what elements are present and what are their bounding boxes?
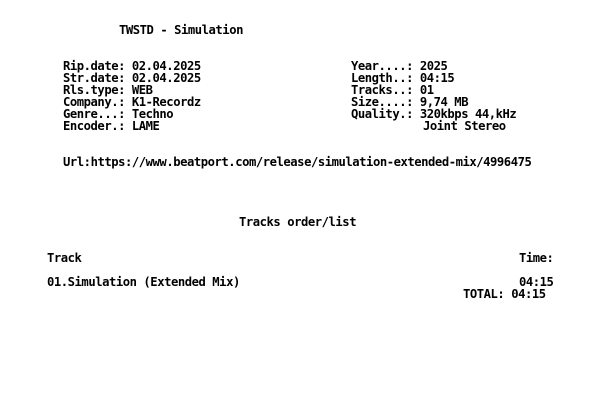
genre-value: Techno (131, 107, 174, 121)
str-date-row: Str.date: 02.04.2025 (63, 72, 201, 84)
size-label: Size....: (351, 95, 420, 109)
release-title: TWSTD - Simulation (119, 23, 243, 37)
tracks-count-value: 01 (419, 83, 434, 97)
time-column-header: Time: (519, 251, 554, 265)
rip-date-row: Rip.date: 02.04.2025 (63, 60, 201, 72)
track-name: 01.Simulation (Extended Mix) (47, 275, 240, 289)
company-label: Company.: (63, 95, 132, 109)
total-value: 04:15 (511, 287, 546, 301)
tracks-count-label: Tracks..: (351, 83, 420, 97)
rip-date-value: 02.04.2025 (131, 59, 201, 73)
company-value: K1-Recordz (131, 95, 201, 109)
track-time: 04:15 (519, 275, 554, 289)
track-column-header: Track (47, 251, 82, 265)
url-value: https://www.beatport.com/release/simulat… (90, 155, 532, 169)
year-label: Year....: (351, 59, 420, 73)
total-label: TOTAL: (463, 287, 512, 301)
url-row: Url:https://www.beatport.com/release/sim… (63, 155, 532, 169)
url-label: Url: (63, 155, 91, 169)
quality-label: Quality.: (351, 107, 420, 121)
company-row: Company.: K1-Recordz (63, 96, 201, 108)
genre-row: Genre...: Techno (63, 107, 174, 121)
size-value: 9,74 MB (419, 95, 469, 109)
str-date-label: Str.date: (63, 71, 132, 85)
year-row: Year....: 2025 (351, 59, 448, 73)
length-row: Length..: 04:15 (351, 71, 455, 85)
length-label: Length..: (351, 71, 420, 85)
length-value: 04:15 (419, 71, 455, 85)
size-row: Size....: 9,74 MB (351, 95, 469, 109)
quality-value: 320kbps 44,kHz (419, 107, 517, 121)
tracks-section-title: Tracks order/list (239, 215, 357, 229)
encoder-row: Encoder.: LAME (63, 119, 160, 133)
rls-type-label: Rls.type: (63, 83, 132, 97)
total-row: TOTAL: 04:15 (463, 288, 546, 300)
genre-label: Genre...: (63, 107, 132, 121)
tracks-count-row: Tracks..: 01 (351, 84, 434, 96)
rls-type-value: WEB (131, 83, 153, 97)
quality-extra: Joint Stereo (423, 119, 506, 133)
quality-row: Quality.: 320kbps 44,kHz (351, 107, 517, 121)
year-value: 2025 (419, 59, 448, 73)
encoder-label: Encoder.: (63, 119, 132, 133)
rip-date-label: Rip.date: (63, 59, 132, 73)
rls-type-row: Rls.type: WEB (63, 84, 153, 96)
encoder-value: LAME (131, 119, 160, 133)
str-date-value: 02.04.2025 (131, 71, 201, 85)
